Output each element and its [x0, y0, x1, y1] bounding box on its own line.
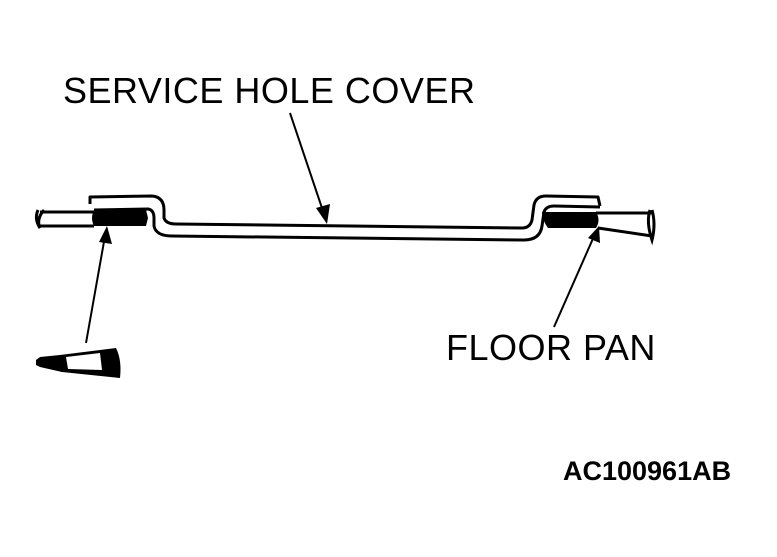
floor-pan-left: [34, 209, 94, 229]
leader-sealant: [85, 226, 112, 344]
leader-floor-pan: [553, 226, 600, 328]
service-hole-cover-panel: [88, 194, 602, 242]
floor-pan-label: FLOOR PAN: [446, 327, 656, 368]
floor-pan-right: [596, 209, 656, 246]
leader-service-hole-cover: [289, 112, 330, 224]
service-hole-cover-label: SERVICE HOLE COVER: [63, 70, 475, 111]
sealant-tube-icon: [36, 348, 121, 378]
figure-id: AC100961AB: [563, 456, 731, 486]
sealant-bead-left: [92, 210, 148, 226]
sealant-bead-right: [542, 212, 599, 228]
